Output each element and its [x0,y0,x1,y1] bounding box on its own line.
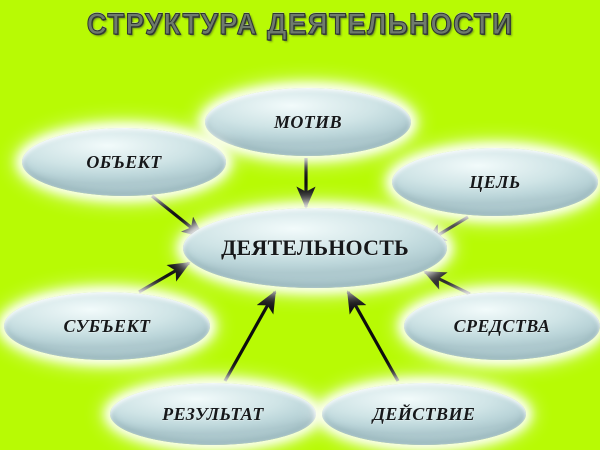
node-tsel-label: ЦЕЛЬ [469,171,521,192]
node-object-label: ОБЪЕКТ [86,151,162,172]
node-object[interactable]: ОБЪЕКТ [22,128,226,196]
node-motiv-label: МОТИВ [273,111,342,132]
arrow-rezultat-to-center [223,290,277,382]
page-title: СТРУКТУРА ДЕЯТЕЛЬНОСТИ [86,7,514,41]
node-sredstva[interactable]: СРЕДСТВА [404,292,600,360]
node-deystvie[interactable]: ДЕЙСТВИЕ [322,383,526,445]
arrow-sredstva-to-center [423,270,471,296]
node-deyatelnost-label: ДЕЯТЕЛЬНОСТЬ [221,235,409,260]
node-rezultat-label: РЕЗУЛЬТАТ [162,403,264,424]
node-subject[interactable]: СУБЪЕКТ [4,292,210,360]
node-subject-label: СУБЪЕКТ [63,315,151,336]
node-motiv[interactable]: МОТИВ [205,88,411,156]
node-deyatelnost[interactable]: ДЕЯТЕЛЬНОСТЬ [183,208,447,288]
node-rezultat[interactable]: РЕЗУЛЬТАТ [110,383,316,445]
node-sredstva-label: СРЕДСТВА [453,315,551,336]
node-deystvie-label: ДЕЙСТВИЕ [372,403,476,424]
arrow-deystvie-to-center [346,290,400,382]
arrow-subject-to-center [138,261,191,294]
node-tsel[interactable]: ЦЕЛЬ [392,148,598,216]
